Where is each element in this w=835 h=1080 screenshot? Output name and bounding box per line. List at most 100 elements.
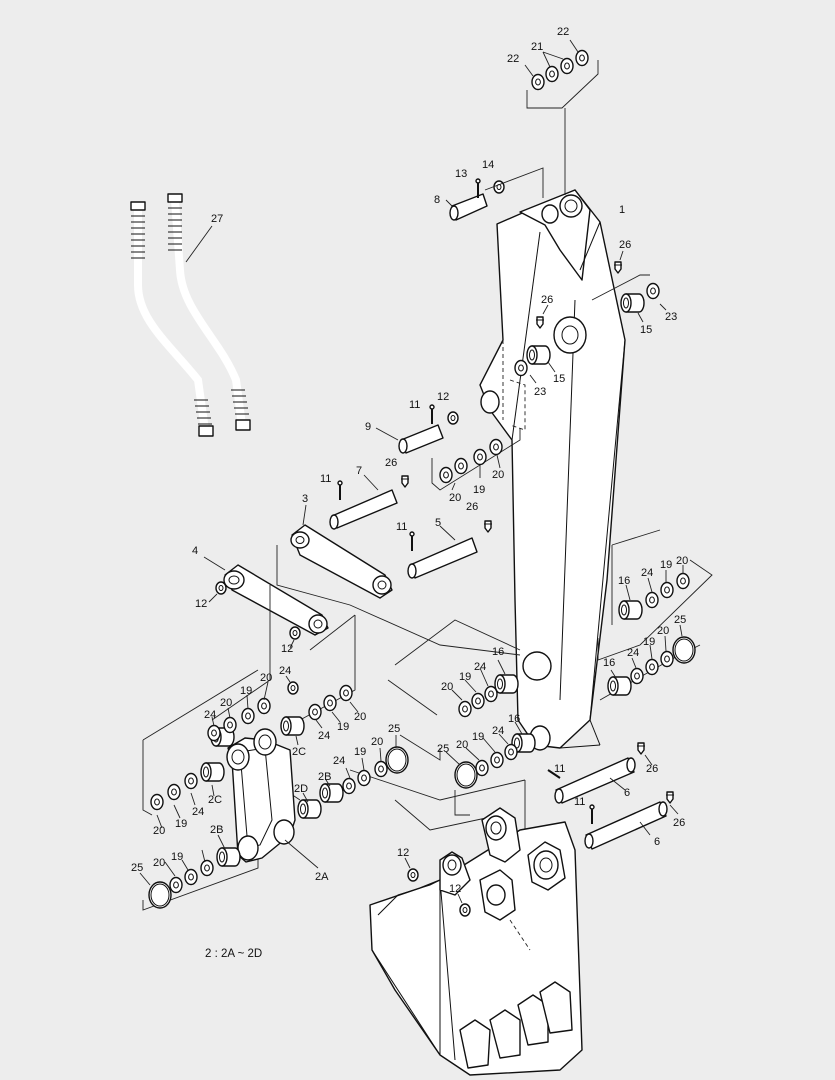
hydraulic-hose-assembly [130,193,251,437]
label-16: 16 [492,646,504,658]
label-2B: 2B [210,824,223,836]
label-27: 27 [211,213,223,225]
link-4 [203,556,329,649]
label-12: 12 [449,883,461,895]
label-19: 19 [660,559,672,571]
label-19: 19 [354,746,366,758]
label-6: 6 [624,787,630,799]
label-26: 26 [385,457,397,469]
label-15: 15 [640,324,652,336]
label-24: 24 [204,709,216,721]
label-16: 16 [618,575,630,587]
pin-9-group [375,404,521,491]
link-3 [290,504,393,599]
label-24: 24 [279,665,291,677]
bucket-pin-upper [547,742,653,804]
label-11: 11 [409,399,420,411]
label-5: 5 [435,517,441,529]
label-21: 21 [531,41,543,53]
label-24: 24 [192,806,204,818]
label-25: 25 [131,862,143,874]
label-19: 19 [472,731,484,743]
label-25: 25 [437,743,449,755]
label-12: 12 [397,847,409,859]
label-19: 19 [175,818,187,830]
label-12: 12 [195,598,207,610]
label-2B: 2B [318,771,331,783]
label-24: 24 [474,661,486,673]
label-24: 24 [333,755,345,767]
label-24: 24 [641,567,653,579]
label-2C: 2C [292,746,306,758]
label-14: 14 [482,159,494,171]
label-26: 26 [541,294,553,306]
label-13: 13 [455,168,467,180]
label-26: 26 [619,239,631,251]
arm-lower-right-stack [607,565,696,696]
label-19: 19 [473,484,485,496]
label-26: 26 [466,501,478,513]
link-2-right-stack [280,684,409,819]
label-11: 11 [554,763,565,775]
bucket-pin-lower [584,791,679,850]
label-20: 20 [449,492,461,504]
label-11: 11 [396,521,407,533]
pin-7-group [329,474,410,530]
label-19: 19 [643,636,655,648]
label-20: 20 [456,739,468,751]
label-22: 22 [507,53,519,65]
label-19: 19 [459,671,471,683]
label-20: 20 [153,857,165,869]
part-number-labels: 1 2A 2B 2B 2C 2C 2D 3 4 5 6 6 7 8 9 11 1… [131,26,688,895]
label-12: 12 [281,643,293,655]
label-22: 22 [557,26,569,38]
link-2-assembly [226,728,319,869]
label-20: 20 [260,672,272,684]
link-2-left-stack [139,675,299,909]
arm-lower-left-stack [445,659,536,789]
label-8: 8 [434,194,440,206]
label-1: 1 [619,204,625,216]
label-26: 26 [673,817,685,829]
top-washer-group [524,39,599,195]
label-20: 20 [492,469,504,481]
label-23: 23 [665,311,677,323]
label-20: 20 [220,697,232,709]
arm-assembly [479,189,626,751]
pin-5-group [407,520,493,579]
label-12: 12 [437,391,449,403]
arm-top-pin-group [514,250,667,384]
bucket [369,807,583,1076]
part-footnote: 2 : 2A ~ 2D [205,948,262,960]
label-26: 26 [646,763,658,775]
label-20: 20 [441,681,453,693]
label-16: 16 [603,657,615,669]
label-16: 16 [508,713,520,725]
label-15: 15 [553,373,565,385]
label-20: 20 [354,711,366,723]
label-2A: 2A [315,871,329,883]
label-2D: 2D [294,783,308,795]
label-25: 25 [674,614,686,626]
label-20: 20 [371,736,383,748]
label-24: 24 [627,647,639,659]
label-4: 4 [192,545,198,557]
label-3: 3 [302,493,308,505]
label-11: 11 [574,796,585,808]
label-6: 6 [654,836,660,848]
label-24: 24 [318,730,330,742]
label-20: 20 [676,555,688,567]
label-19: 19 [171,851,183,863]
label-23: 23 [534,386,546,398]
label-7: 7 [356,465,362,477]
label-2C: 2C [208,794,222,806]
label-9: 9 [365,421,371,433]
label-25: 25 [388,723,400,735]
pin-8-group [445,167,544,221]
label-19: 19 [337,721,349,733]
label-20: 20 [153,825,165,837]
label-11: 11 [320,473,331,485]
label-24: 24 [492,725,504,737]
label-20: 20 [657,625,669,637]
